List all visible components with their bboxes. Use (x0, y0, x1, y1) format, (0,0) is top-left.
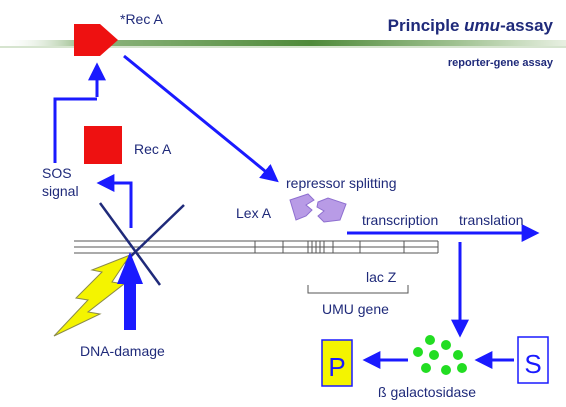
product-box (321, 339, 353, 387)
sos-signal-label-line1: SOS (42, 165, 72, 181)
product-p-label: P (328, 352, 345, 382)
substrate-s-label: S (524, 349, 541, 379)
sos-elbow-connector (53, 97, 97, 163)
damage-to-sos-arrow (96, 174, 133, 228)
dna-double-strand (74, 240, 439, 254)
rec-a-square-icon (84, 126, 122, 164)
repressor-splitting-label: repressor splitting (286, 175, 397, 191)
umu-gene-bracket (307, 285, 409, 294)
rec-a-label: Rec A (134, 141, 172, 157)
split-repressor-icon (289, 193, 347, 223)
umu-gene-label: UMU gene (322, 301, 389, 317)
header-band-shadow (0, 46, 566, 48)
lex-a-label: Lex A (236, 205, 272, 221)
beta-galactosidase-label: ß galactosidase (378, 384, 476, 400)
header-band (0, 40, 566, 46)
rec-a-active-label: *Rec A (120, 11, 163, 27)
damage-arrow-shaft (124, 280, 136, 330)
rec-a-active-pentagon-icon (74, 24, 118, 56)
slide-title: Principle umu-assay (388, 16, 554, 35)
lac-z-label: lac Z (366, 269, 397, 285)
damage-arrow-head (117, 252, 143, 284)
sos-signal-label-line2: signal (42, 183, 79, 199)
substrate-box (517, 336, 549, 384)
lightning-bolt-icon (53, 253, 132, 337)
transcription-label: transcription (362, 212, 438, 228)
green-dots-icon (413, 335, 467, 375)
dna-damage-label: DNA-damage (80, 343, 165, 359)
slide-subtitle: reporter-gene assay (448, 57, 554, 69)
translation-label: translation (459, 212, 524, 228)
active-reca-to-repressor-arrow (123, 54, 279, 183)
